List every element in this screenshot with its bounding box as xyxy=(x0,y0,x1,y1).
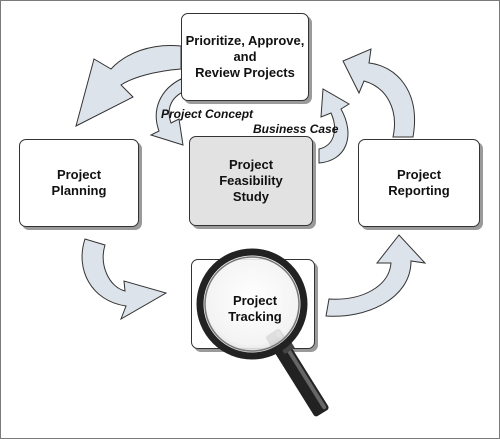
arrow-project-concept xyxy=(149,78,186,146)
box-prioritize: Prioritize, Approve, and Review Projects xyxy=(181,13,309,101)
edge-label-project-concept: Project Concept xyxy=(161,107,254,121)
arrow-prioritize-to-planning xyxy=(75,44,182,127)
arrow-planning-to-tracking xyxy=(81,238,168,321)
arrow-business-case xyxy=(318,88,350,164)
box-feasibility-label: Project Feasibility Study xyxy=(219,157,283,204)
box-feasibility: Project Feasibility Study xyxy=(189,136,313,226)
box-tracking-label: Project Tracking xyxy=(228,293,282,324)
box-prioritize-label: Prioritize, Approve, and Review Projects xyxy=(185,33,305,80)
box-reporting: Project Reporting xyxy=(358,139,480,227)
box-reporting-label: Project Reporting xyxy=(388,167,450,198)
edge-label-business-case: Business Case xyxy=(253,122,339,136)
box-planning-label: Project Planning xyxy=(51,167,107,198)
arrow-reporting-to-prioritize xyxy=(342,48,415,138)
arrow-tracking-to-reporting xyxy=(325,234,427,317)
box-planning: Project Planning xyxy=(19,139,139,227)
